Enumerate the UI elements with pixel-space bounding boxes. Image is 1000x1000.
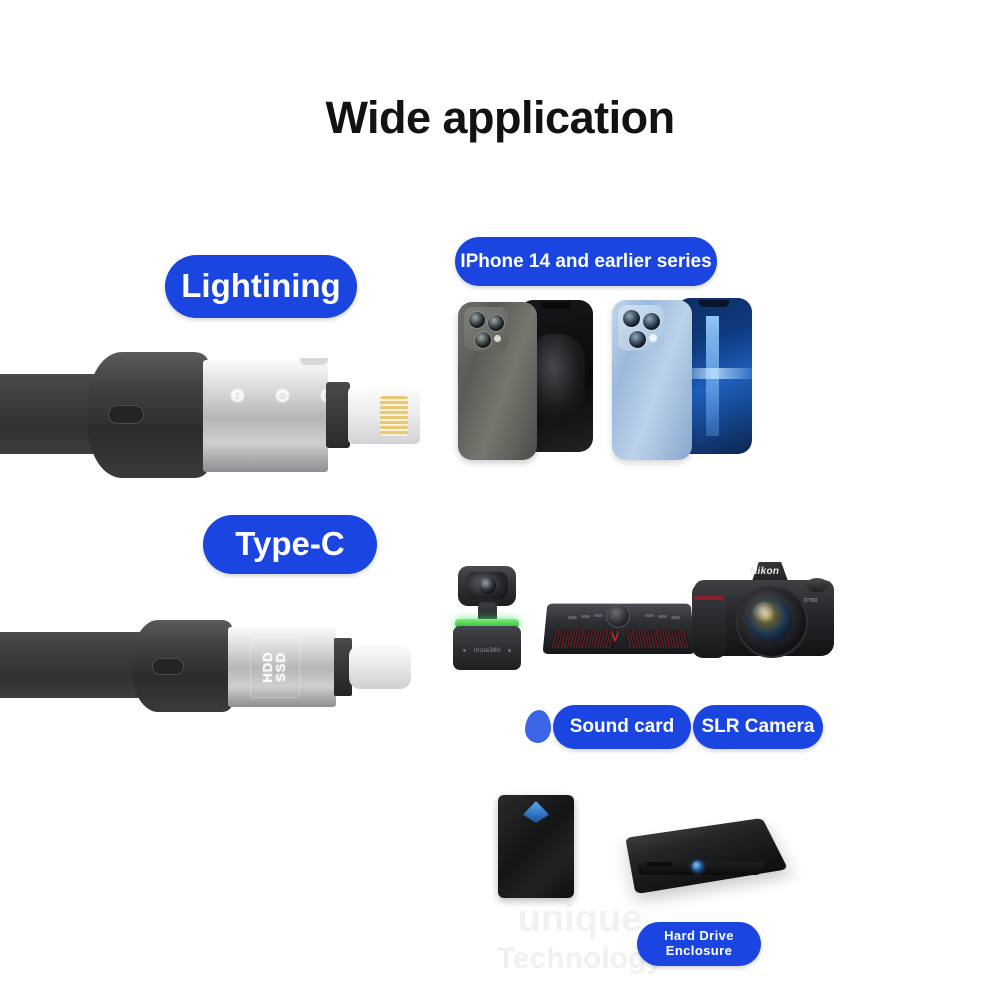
barrel-etched-icons: ▯ ◎ ▤ [231, 389, 334, 402]
flash-icon [494, 335, 501, 342]
webcam-lens [479, 577, 496, 594]
barrel-notch [300, 358, 328, 365]
label-lightning-text: Lightining [181, 267, 341, 305]
grip-oval-indent-typec [152, 658, 184, 675]
camera-lens-tele [642, 312, 661, 331]
camera-bump [464, 307, 508, 351]
flat-cable-body-typec [0, 632, 150, 698]
lightning-neck [326, 382, 350, 448]
webcam-status-light [455, 619, 519, 628]
webcam-mic-dot-left [463, 649, 466, 652]
dslr-pentaprism [750, 562, 790, 584]
dslr-brand-label: Nikon [750, 566, 780, 577]
typec-neck [334, 638, 352, 696]
notch [541, 302, 571, 309]
lightning-metal-barrel [203, 360, 328, 472]
lightning-gold-pins [380, 396, 408, 436]
barrel-label-hdd: HDD [259, 651, 275, 683]
camera-lens-ultra [474, 331, 492, 349]
webcam-stem [478, 602, 497, 624]
label-slr-camera-text: SLR Camera [701, 716, 815, 738]
sound-card-button-6[interactable] [671, 616, 680, 619]
wallpaper-crossbar [676, 368, 752, 379]
camera-icon: ◎ [276, 389, 289, 402]
sound-card-grill-left [549, 630, 617, 648]
camera-lens-wide [468, 311, 486, 329]
sound-card-button-5[interactable] [658, 615, 667, 618]
camera-lens-wide [622, 309, 641, 328]
typec-tip [349, 645, 411, 689]
dslr-mode-dial[interactable] [806, 578, 828, 592]
camera-lens-tele [487, 314, 505, 332]
label-iphone-compatibility: IPhone 14 and earlier series [455, 237, 717, 286]
iphone-graphite-back [458, 302, 537, 460]
dslr-model-label: D780 [804, 598, 818, 604]
sound-card-button-4[interactable] [645, 614, 654, 617]
label-hard-drive-line2: Enclosure [665, 943, 733, 958]
webcam-brand-text: Insta360 [474, 648, 502, 654]
camera-lens-ultra [628, 330, 647, 349]
label-hard-drive-enclosure: Hard Drive Enclosure [637, 922, 761, 966]
webcam-base [453, 626, 521, 670]
flash-icon [649, 334, 657, 342]
barrel-label-frame [250, 638, 300, 698]
camera-bump [618, 305, 664, 351]
page-title: Wide application [325, 92, 675, 143]
sound-card-button-3[interactable] [594, 614, 603, 617]
volume-button [612, 362, 613, 384]
cable-strain-relief [88, 352, 208, 478]
label-iphone-text: IPhone 14 and earlier series [460, 250, 712, 272]
label-sound-card: Sound card [553, 705, 691, 749]
watermark-line-2: Technology [496, 941, 664, 975]
decorative-blue-blob [525, 710, 551, 743]
volume-button [458, 362, 459, 384]
label-type-c: Type-C [203, 515, 377, 574]
sound-card-logo: V [611, 630, 620, 644]
label-hard-drive-line1: Hard Drive [664, 928, 734, 944]
label-type-c-text: Type-C [235, 525, 345, 563]
barrel-label-ssd: SSD [273, 652, 288, 682]
dslr-red-accent [694, 596, 724, 600]
dslr-lens-highlight [752, 602, 776, 624]
phone-icon: ▯ [231, 389, 244, 402]
background-watermark: unique Technology [430, 898, 730, 976]
hdd-flat-port [645, 862, 673, 866]
notch [699, 300, 729, 307]
watermark-line-1: unique [517, 898, 643, 940]
webcam-mic-dot-right [508, 649, 511, 652]
iphone-blue-back [612, 300, 692, 460]
hdd-flat-led [692, 861, 703, 872]
hdd-flat-top [625, 817, 789, 895]
sound-card-knob [606, 604, 630, 628]
label-lightning: Lightining [165, 255, 357, 318]
label-sound-card-text: Sound card [569, 716, 675, 738]
sound-card-grill-right [623, 630, 691, 648]
sound-card-button-1[interactable] [568, 616, 577, 619]
grip-oval-indent [108, 405, 144, 424]
typec-metal-barrel [228, 627, 336, 707]
sound-card-button-2[interactable] [581, 615, 590, 618]
barrel-label-hdd-ssd: HDD SSD [245, 643, 303, 691]
label-slr-camera: SLR Camera [693, 705, 823, 749]
